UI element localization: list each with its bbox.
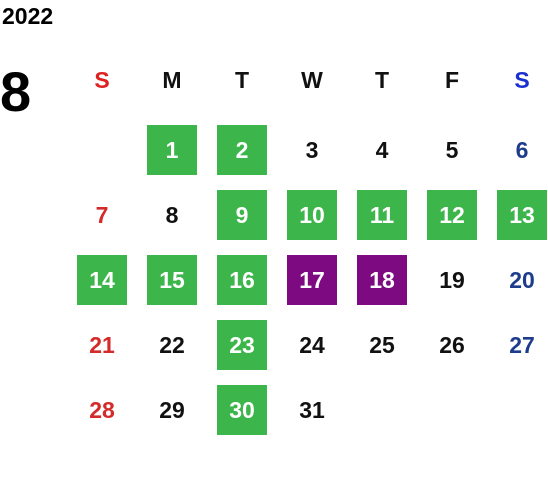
calendar-day-cell: 3: [277, 120, 347, 185]
calendar-day-15[interactable]: 15: [147, 255, 197, 305]
calendar-day-22[interactable]: 22: [159, 332, 185, 358]
calendar-day-cell: 15: [137, 250, 207, 315]
calendar-month: 8: [0, 60, 32, 123]
calendar-day-cell: 23: [207, 315, 277, 380]
calendar-day-cell: 26: [417, 315, 487, 380]
calendar-day-cell: 27: [487, 315, 548, 380]
calendar-day-16[interactable]: 16: [217, 255, 267, 305]
calendar-day-9[interactable]: 9: [217, 190, 267, 240]
calendar-day-25[interactable]: 25: [369, 332, 395, 358]
calendar-day-11[interactable]: 11: [357, 190, 407, 240]
calendar-day-31[interactable]: 31: [299, 397, 325, 423]
calendar-day-20[interactable]: 20: [509, 267, 535, 293]
calendar-day-cell: 10: [277, 185, 347, 250]
calendar-day-cell: 7: [67, 185, 137, 250]
calendar-day-19[interactable]: 19: [439, 267, 465, 293]
calendar-day-29[interactable]: 29: [159, 397, 185, 423]
calendar-day-cell: 13: [487, 185, 548, 250]
calendar-day-cell: 17: [277, 250, 347, 315]
calendar-day-4[interactable]: 4: [375, 137, 389, 163]
weekday-friday: F: [444, 67, 460, 93]
calendar-day-cell: 20: [487, 250, 548, 315]
calendar-day-cell: 11: [347, 185, 417, 250]
calendar-day-21[interactable]: 21: [89, 332, 115, 358]
calendar-day-cell: 16: [207, 250, 277, 315]
calendar-day-cell: 31: [277, 380, 347, 445]
calendar-day-cell: 2: [207, 120, 277, 185]
calendar-day-cell: 19: [417, 250, 487, 315]
weekday-thursday: T: [374, 67, 390, 93]
weekday-header: S M T W T F S: [67, 63, 548, 97]
calendar-day-17[interactable]: 17: [287, 255, 337, 305]
calendar-year: 2022: [2, 3, 54, 29]
calendar-day-14[interactable]: 14: [77, 255, 127, 305]
calendar-day-26[interactable]: 26: [439, 332, 465, 358]
calendar-day-5[interactable]: 5: [445, 137, 459, 163]
calendar-day-10[interactable]: 10: [287, 190, 337, 240]
calendar-day-30[interactable]: 30: [217, 385, 267, 435]
weekday-tuesday: T: [234, 67, 250, 93]
calendar-day-13[interactable]: 13: [497, 190, 547, 240]
weekday-saturday: S: [514, 67, 530, 93]
calendar-day-12[interactable]: 12: [427, 190, 477, 240]
calendar-day-cell: 8: [137, 185, 207, 250]
calendar-day-3[interactable]: 3: [305, 137, 319, 163]
calendar-day-cell: 18: [347, 250, 417, 315]
calendar-day-23[interactable]: 23: [217, 320, 267, 370]
calendar-day-cell: 5: [417, 120, 487, 185]
calendar-day-cell: 29: [137, 380, 207, 445]
weekday-monday: M: [162, 67, 182, 93]
calendar-day-cell: 21: [67, 315, 137, 380]
calendar-day-cell: 24: [277, 315, 347, 380]
calendar-day-cell: 22: [137, 315, 207, 380]
calendar-day-cell: 6: [487, 120, 548, 185]
calendar-day-cell: 9: [207, 185, 277, 250]
calendar-day-cell: 1: [137, 120, 207, 185]
calendar-day-24[interactable]: 24: [299, 332, 325, 358]
calendar-day-cell: 25: [347, 315, 417, 380]
calendar-day-7[interactable]: 7: [95, 202, 109, 228]
calendar-day-8[interactable]: 8: [165, 202, 179, 228]
calendar-day-1[interactable]: 1: [147, 125, 197, 175]
calendar-day-cell: 4: [347, 120, 417, 185]
calendar-day-cell: 14: [67, 250, 137, 315]
calendar-day-6[interactable]: 6: [515, 137, 529, 163]
weekday-sunday: S: [94, 67, 110, 93]
calendar-day-28[interactable]: 28: [89, 397, 115, 423]
calendar-day-cell: 28: [67, 380, 137, 445]
calendar-day-18[interactable]: 18: [357, 255, 407, 305]
calendar-day-27[interactable]: 27: [509, 332, 535, 358]
weekday-wednesday: W: [301, 67, 323, 93]
calendar-day-2[interactable]: 2: [217, 125, 267, 175]
calendar-day-cell: 30: [207, 380, 277, 445]
calendar-day-cell: 12: [417, 185, 487, 250]
calendar-blank-cell: [67, 120, 137, 185]
